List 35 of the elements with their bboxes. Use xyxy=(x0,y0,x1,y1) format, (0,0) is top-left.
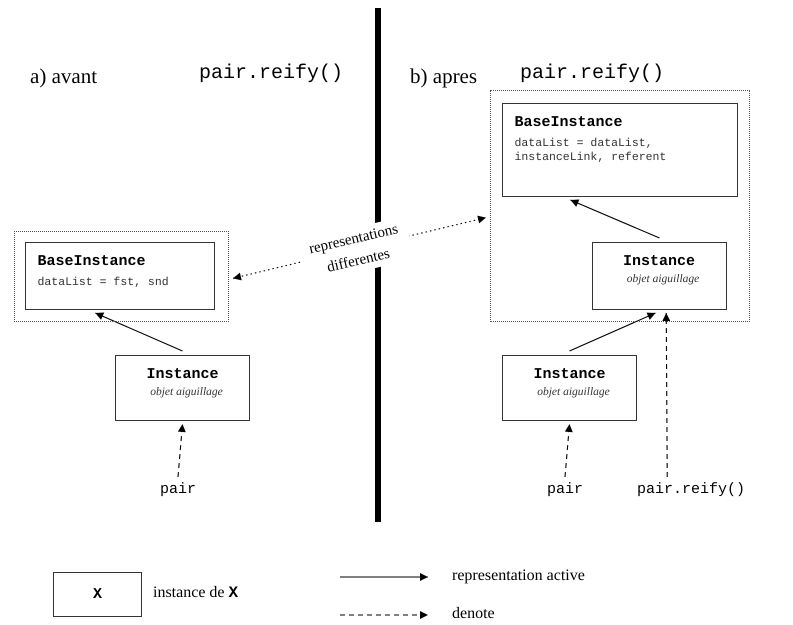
arrow xyxy=(570,199,660,238)
class-name: BaseInstance xyxy=(514,114,624,130)
group-frame xyxy=(490,90,750,322)
arrow xyxy=(95,312,183,352)
legend-text: denote xyxy=(452,605,495,623)
instance-box xyxy=(115,355,250,421)
instance-box xyxy=(24,242,214,310)
legend-text: instance de X xyxy=(153,584,238,602)
legend-text: representation active xyxy=(452,567,585,585)
code-label: pair.reify() xyxy=(520,62,664,85)
group-frame xyxy=(14,231,229,322)
instance-box xyxy=(502,102,738,196)
code-label: pair xyxy=(547,481,584,498)
dashed-arrow xyxy=(662,313,670,477)
heading-text: a) avant xyxy=(30,64,98,89)
heading-text: b) apres xyxy=(410,64,478,89)
legend-instance-box xyxy=(53,572,142,617)
code-label: pair.reify() xyxy=(637,481,746,498)
class-name: Instance xyxy=(622,252,696,270)
class-name: BaseInstance xyxy=(38,252,147,270)
field-text: dataList = dataList, instanceLink, referent xyxy=(514,136,668,166)
role-text: objet aiguillage xyxy=(149,386,224,398)
code-label: pair xyxy=(160,481,196,498)
instance-box xyxy=(502,355,637,421)
arrow xyxy=(569,312,656,352)
field-text: dataList = fst, snd xyxy=(38,276,170,290)
dashed-arrow xyxy=(177,424,186,478)
class-name: Instance xyxy=(145,366,220,383)
instance-box xyxy=(592,242,726,310)
code-label: pair.reify() xyxy=(199,62,344,85)
class-name: X xyxy=(92,586,103,603)
role-text: objet aiguillage xyxy=(536,386,611,398)
class-name: Instance xyxy=(532,366,606,383)
role-text: objet aiguillage xyxy=(626,272,700,284)
dashed-arrow xyxy=(564,424,573,478)
